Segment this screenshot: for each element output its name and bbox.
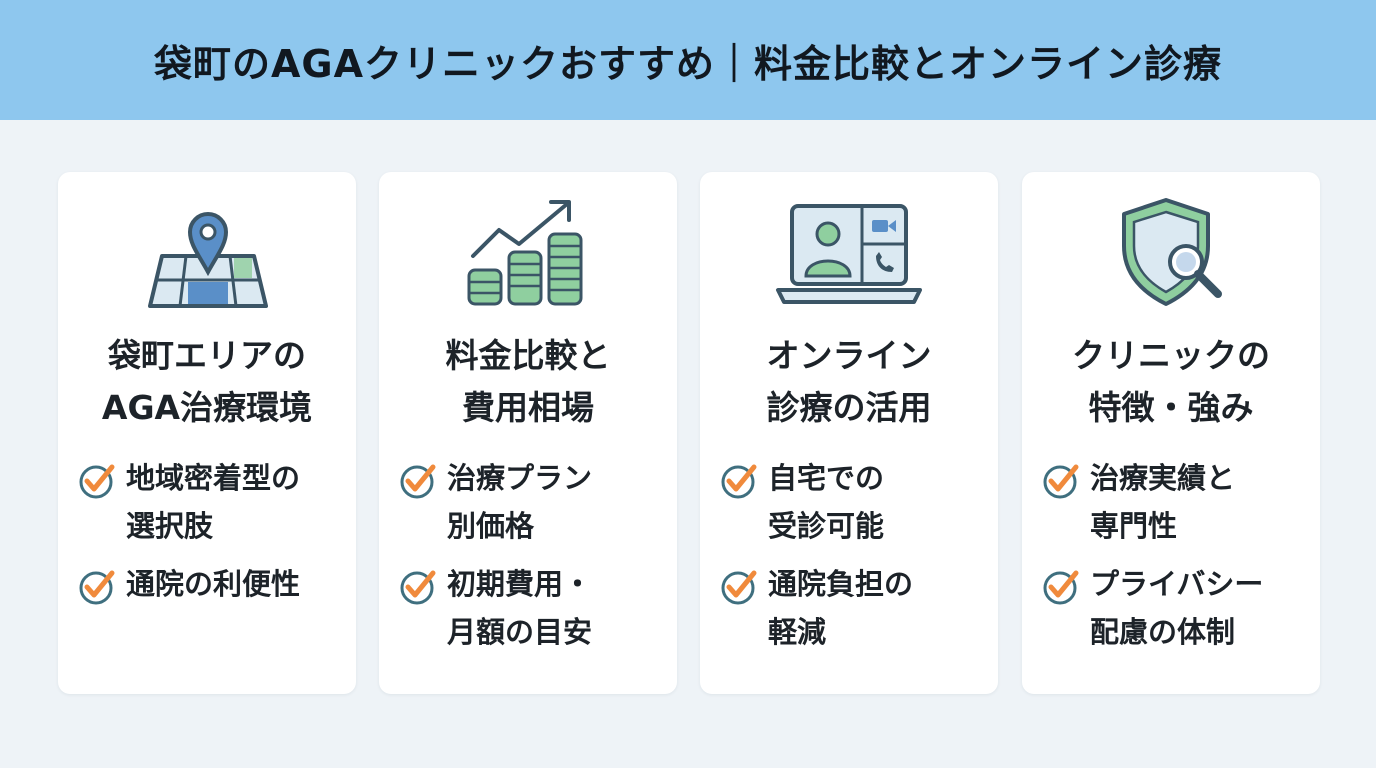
check-circle-icon [400, 464, 436, 499]
map-pin-icon [148, 212, 268, 308]
check-circle-icon [79, 464, 115, 499]
feature-list: 自宅での 受診可能 通院負担の 軽減 [720, 454, 990, 666]
check-circle-icon [400, 570, 436, 605]
header-banner: 袋町のAGAクリニックおすすめ｜料金比較とオンライン診療 [0, 0, 1376, 120]
feature-list: 治療実績と 専門性 プライバシー 配慮の体制 [1042, 454, 1312, 666]
list-item: 初期費用・ 月額の目安 [399, 560, 669, 656]
card-online-consultation: オンライン 診療の活用 自宅での 受診可能 通院負担 [700, 172, 998, 694]
card-title: オンライン 診療の活用 [766, 336, 932, 427]
check-circle-icon [79, 570, 115, 605]
check-circle-icon [1043, 464, 1079, 499]
check-circle-icon [1043, 570, 1079, 605]
list-item: プライバシー 配慮の体制 [1042, 560, 1312, 656]
list-item: 通院の利便性 [78, 560, 348, 608]
card-grid: 袋町エリアの AGA治療環境 地域密着型の 選択肢 [58, 172, 1320, 694]
list-item: 治療プラン 別価格 [399, 454, 669, 550]
list-item: 地域密着型の 選択肢 [78, 454, 348, 550]
card-title: 袋町エリアの AGA治療環境 [101, 336, 313, 427]
list-item: 治療実績と 専門性 [1042, 454, 1312, 550]
card-area-environment: 袋町エリアの AGA治療環境 地域密着型の 選択肢 [58, 172, 356, 694]
card-title: クリニックの 特徴・強み [1072, 336, 1270, 427]
shield-search-icon [1122, 198, 1222, 306]
laptop-video-call-icon [776, 204, 922, 304]
feature-list: 治療プラン 別価格 初期費用・ 月額の目安 [399, 454, 669, 666]
card-price-comparison: 料金比較と 費用相場 治療プラン 別価格 初期費用・ [379, 172, 677, 694]
card-title: 料金比較と 費用相場 [445, 336, 611, 427]
page-title: 袋町のAGAクリニックおすすめ｜料金比較とオンライン診療 [153, 41, 1222, 86]
list-item: 通院負担の 軽減 [720, 560, 990, 656]
check-circle-icon [721, 464, 757, 499]
check-circle-icon [721, 570, 757, 605]
feature-list: 地域密着型の 選択肢 通院の利便性 [78, 454, 348, 618]
coins-growth-icon [467, 200, 583, 306]
list-item: 自宅での 受診可能 [720, 454, 990, 550]
card-clinic-strengths: クリニックの 特徴・強み 治療実績と 専門性 プライ [1022, 172, 1320, 694]
